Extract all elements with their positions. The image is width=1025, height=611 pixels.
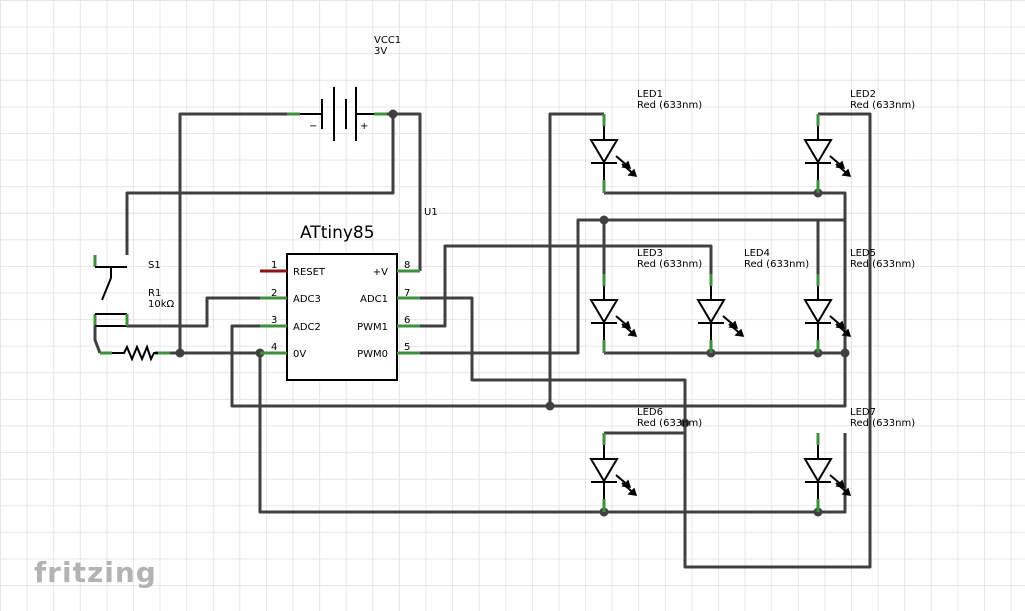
wire-battery-minus[interactable] — [178, 112, 287, 353]
junction-dot — [840, 348, 850, 358]
junctions — [175, 109, 850, 517]
chip-name: ATtiny85 — [300, 223, 375, 243]
wire-adc2[interactable] — [230, 324, 847, 408]
chip-pin-number: 6 — [404, 315, 410, 326]
junction-dot — [545, 401, 555, 411]
junction-dot — [175, 348, 185, 358]
wire-pwm1[interactable] — [420, 244, 713, 328]
chip-body — [286, 253, 398, 381]
chip-pin-number: 8 — [404, 260, 410, 271]
led-ref: LED4 — [744, 248, 770, 259]
switch-s1[interactable]: S1 — [93, 255, 161, 327]
wire-0v-bottom[interactable] — [258, 353, 847, 514]
led2[interactable]: LED2 Red (633nm) — [803, 89, 915, 195]
led-value: Red (633nm) — [850, 418, 915, 429]
led-ref: LED5 — [850, 248, 876, 259]
led-ref: LED6 — [637, 407, 663, 418]
junction-dot — [680, 418, 690, 428]
chip-pin-label: ADC1 — [360, 294, 388, 305]
chip-pin-label: 0V — [293, 349, 306, 360]
battery-value: 3V — [374, 46, 387, 57]
led-value: Red (633nm) — [637, 259, 702, 270]
led-value: Red (633nm) — [637, 418, 702, 429]
led-value: Red (633nm) — [850, 259, 915, 270]
resistor-value: 10kΩ — [148, 299, 175, 310]
wire-pwm0[interactable] — [420, 218, 847, 355]
chip-ref: U1 — [424, 207, 438, 218]
led-value: Red (633nm) — [637, 100, 702, 111]
chip-pin-label: +V — [373, 267, 388, 278]
chip-pin-number: 3 — [271, 315, 277, 326]
led-ref: LED1 — [637, 89, 663, 100]
chip-attiny85[interactable]: ATtiny85 U1 1 RESET 2 ADC3 3 ADC2 4 0V 8… — [260, 207, 438, 381]
chip-pin-label: RESET — [293, 267, 326, 278]
resistor-r1[interactable]: R1 10kΩ — [93, 288, 175, 362]
chip-pin-number: 1 — [271, 260, 277, 271]
led-value: Red (633nm) — [744, 259, 809, 270]
battery-ref: VCC1 — [374, 35, 401, 46]
chip-pin-number: 7 — [404, 288, 410, 299]
junction-dot — [388, 109, 398, 119]
led-ref: LED3 — [637, 248, 663, 259]
led7[interactable]: LED7 Red (633nm) — [803, 407, 915, 514]
chip-pin-number: 5 — [404, 342, 410, 353]
chip-pin-number: 4 — [271, 342, 277, 353]
junction-dot — [599, 215, 609, 225]
chip-pin-number: 2 — [271, 288, 277, 299]
resistor-ref: R1 — [148, 288, 161, 299]
battery-minus-sign: − — [309, 121, 317, 132]
battery-vcc1[interactable]: − + VCC1 3V — [287, 35, 401, 141]
battery-plus-sign: + — [360, 121, 368, 132]
wire-battery-plus-drop[interactable] — [125, 114, 395, 255]
led-ref: LED2 — [850, 89, 876, 100]
wire-led1-anode[interactable] — [548, 112, 604, 406]
fritzing-logo: fritzing — [34, 556, 157, 589]
led5[interactable]: LED5 Red (633nm) — [803, 248, 915, 355]
switch-ref: S1 — [148, 260, 161, 271]
led4[interactable]: LED4 Red (633nm) — [696, 248, 809, 355]
led-value: Red (633nm) — [850, 100, 915, 111]
chip-pin-label: PWM0 — [357, 349, 388, 360]
led6[interactable]: LED6 Red (633nm) — [589, 407, 702, 514]
wire-adc1[interactable] — [420, 112, 872, 569]
led-ref: LED7 — [850, 407, 876, 418]
chip-pin-label: ADC3 — [293, 294, 321, 305]
wire-switch-adc3[interactable] — [127, 296, 260, 328]
wires[interactable] — [125, 112, 872, 569]
led1[interactable]: LED1 Red (633nm) — [589, 89, 702, 195]
wire-led2-cathode[interactable] — [818, 191, 847, 220]
chip-pin-label: ADC2 — [293, 322, 321, 333]
led3[interactable]: LED3 Red (633nm) — [589, 248, 702, 355]
chip-pin-label: PWM1 — [357, 322, 388, 333]
